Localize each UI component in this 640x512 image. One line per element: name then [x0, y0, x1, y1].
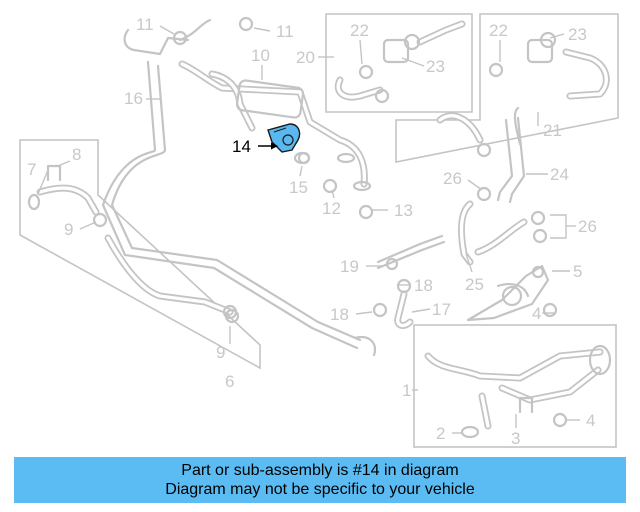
hose-19 — [376, 234, 446, 271]
hose-7 — [27, 184, 100, 216]
inset-box-left — [19, 139, 261, 370]
clamps — [46, 16, 568, 428]
callout-24: 24 — [550, 165, 569, 184]
parts-diagram: 1 2 3 4 4 5 6 7 8 9 9 10 11 11 12 13 14 … — [19, 13, 619, 448]
hose-21 — [436, 31, 610, 144]
info-banner: Part or sub-assembly is #14 in diagram D… — [14, 457, 626, 503]
callout-8: 8 — [72, 145, 81, 164]
o-ring-15 — [293, 151, 311, 165]
hose-6 — [104, 234, 240, 324]
hose-11-upper — [123, 18, 212, 56]
callout-18-right: 18 — [414, 276, 433, 295]
hose-20 — [334, 20, 466, 101]
callout-labels: 1 2 3 4 4 5 6 7 8 9 9 10 11 11 12 13 14 … — [27, 15, 597, 448]
pipe-10 — [178, 60, 372, 192]
callout-21: 21 — [543, 121, 562, 140]
inset-box-top-center — [325, 13, 473, 113]
callout-4-lower: 4 — [586, 411, 595, 430]
pipe-24 — [496, 106, 526, 204]
callout-9-left: 9 — [64, 220, 73, 239]
housing-5 — [466, 264, 550, 322]
inset-box-top-right — [395, 13, 619, 163]
callout-9-lower: 9 — [216, 343, 225, 362]
callout-25: 25 — [465, 275, 484, 294]
callout-22-left: 22 — [350, 21, 369, 40]
callout-11-right: 11 — [276, 22, 294, 41]
callout-22-right: 22 — [489, 21, 508, 40]
callout-2: 2 — [436, 424, 445, 443]
callout-10: 10 — [251, 46, 270, 65]
inset-box-bottom-right — [413, 324, 617, 448]
callout-26-right: 26 — [578, 217, 597, 236]
hose-1 — [424, 344, 612, 439]
callout-4-upper: 4 — [532, 304, 541, 323]
hose-17 — [394, 290, 414, 329]
callout-23-left: 23 — [426, 57, 445, 76]
callout-19: 19 — [340, 257, 359, 276]
callout-3: 3 — [511, 429, 520, 448]
callout-20: 20 — [296, 48, 315, 67]
banner-line-disclaimer: Diagram may not be specific to your vehi… — [165, 481, 475, 498]
callout-26-left: 26 — [443, 169, 462, 188]
callout-17: 17 — [432, 300, 451, 319]
hose-16 — [101, 60, 377, 357]
callout-23-right: 23 — [568, 25, 587, 44]
banner-line-part: Part or sub-assembly is #14 in diagram — [181, 462, 459, 479]
callout-11-left: 11 — [136, 15, 154, 34]
callout-5: 5 — [573, 262, 582, 281]
callout-6: 6 — [225, 372, 234, 391]
callout-13: 13 — [394, 201, 413, 220]
callout-12: 12 — [322, 199, 341, 218]
callout-15: 15 — [289, 178, 308, 197]
callout-7: 7 — [27, 160, 36, 179]
callout-16: 16 — [124, 89, 143, 108]
callout-1: 1 — [402, 381, 411, 400]
callout-14: 14 — [232, 137, 251, 156]
callout-18-left: 18 — [330, 305, 349, 324]
leader-lines — [37, 25, 580, 434]
hose-25 — [458, 200, 528, 266]
